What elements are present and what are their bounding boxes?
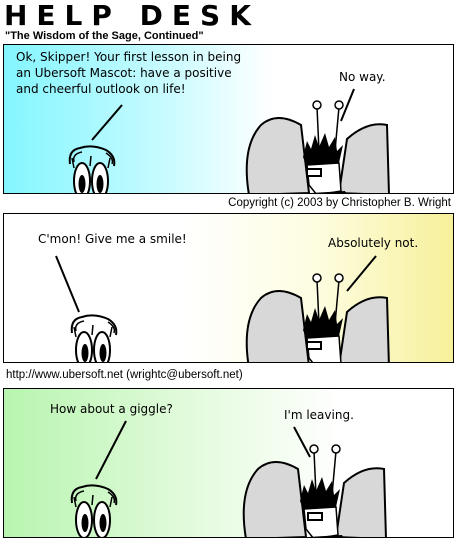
skipper-mascot [68,145,116,193]
speech-tail-left [91,104,123,141]
skipper-mascot [70,484,118,537]
comic-subtitle: "The Wisdom of the Sage, Continued" [5,30,204,42]
skipper-mascot [70,314,118,362]
speech-tail-right [293,426,311,458]
comic-panel-2: C'mon! Give me a smile! Absolutely not. [3,213,454,363]
speech-right-3: I'm leaving. [284,408,354,422]
comic-panel-1: Ok, Skipper! Your first lesson in being … [3,44,454,194]
speech-tail-left [55,255,80,313]
speech-tail-right [346,255,377,292]
panel-2-art [55,255,390,362]
sage-character [245,273,390,362]
speech-right-2: Absolutely not. [328,236,419,250]
speech-left-3: How about a giggle? [50,402,173,416]
website-credit: http://www.ubersoft.net (wrightc@ubersof… [6,369,243,381]
sage-character [245,100,390,193]
speech-left-1: Ok, Skipper! Your first lesson in being … [16,50,242,96]
copyright-notice: Copyright (c) 2003 by Christopher B. Wri… [228,197,451,209]
speech-tail-left [95,420,127,480]
speech-left-2: C'mon! Give me a smile! [38,232,187,246]
speech-tail-right [340,88,355,122]
panel-3-art [70,420,387,537]
panel-1-art [68,88,390,193]
sage-character [242,444,387,537]
speech-right-1: No way. [339,70,386,84]
comic-title: HELP DESK [4,0,260,32]
comic-panel-3: How about a giggle? I'm leaving. [3,388,454,538]
